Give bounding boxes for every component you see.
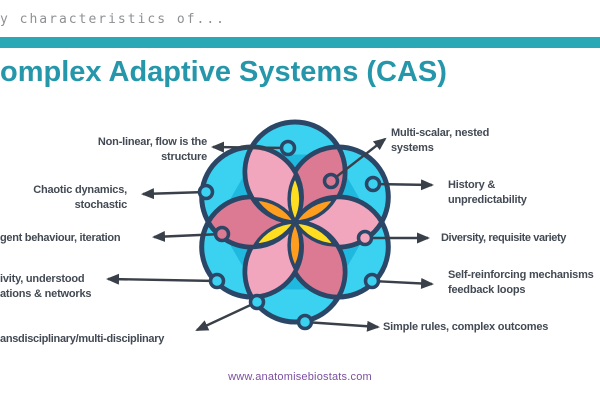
label-connectivity: ivity, understood ations & networks [0, 272, 92, 302]
website-link[interactable]: www.anatomisebiostats.com [228, 371, 372, 383]
label-chaotic: Chaotic dynamics, stochastic [0, 183, 127, 213]
arrow-multi-scalar [330, 137, 387, 182]
label-line: feedback loops [448, 284, 526, 296]
label-line: Simple rules, complex outcomes [383, 321, 549, 333]
label-line: ansdisciplinary/multi-disciplinary [0, 333, 165, 345]
label-transdisciplinary: ansdisciplinary/multi-disciplinary [0, 332, 164, 347]
label-line: History & [448, 179, 496, 191]
label-non-linear: Non-linear, flow is the structure [0, 135, 207, 165]
connector-arrows [106, 137, 434, 332]
node-transdisciplinary [248, 293, 266, 311]
label-line: structure [161, 151, 207, 163]
arrow-non-linear [211, 141, 289, 153]
label-line: Diversity, requisite variety [441, 232, 566, 244]
label-line: Chaotic dynamics, [33, 184, 127, 196]
arrow-connectivity [106, 273, 218, 285]
label-line: gent behaviour, iteration [0, 232, 121, 244]
arrow-history [372, 179, 434, 191]
arrow-emergent [152, 231, 223, 243]
label-line: Non-linear, flow is the [97, 136, 207, 148]
label-line: Multi-scalar, nested [391, 127, 490, 139]
node-history [364, 175, 382, 193]
node-emergent [213, 225, 231, 243]
center-star-petals [251, 172, 339, 272]
label-simple-rules: Simple rules, complex outcomes [383, 320, 548, 335]
connector-nodes [197, 139, 382, 331]
arrow-transdisciplinary [195, 300, 258, 332]
arrow-chaotic [141, 188, 207, 200]
arrow-simple-rules [304, 320, 380, 332]
label-self-reinforcing: Self-reinforcing mechanisms feedback loo… [448, 268, 594, 298]
label-line: Self-reinforcing mechanisms [448, 269, 594, 281]
top-note-text: y characteristics of... [0, 12, 227, 27]
label-diversity: Diversity, requisite variety [441, 231, 566, 246]
node-self-reinforcing [363, 272, 381, 290]
label-line: systems [391, 142, 434, 154]
label-emergent: gent behaviour, iteration [0, 231, 121, 246]
node-multi-scalar [322, 172, 340, 190]
arrow-self-reinforcing [371, 277, 434, 289]
page-title: omplex Adaptive Systems (CAS) [0, 56, 447, 88]
node-connectivity [208, 272, 226, 290]
label-history: History & unpredictability [448, 178, 527, 208]
label-line: unpredictability [448, 194, 527, 206]
teal-divider-bar [0, 37, 600, 48]
label-line: ivity, understood [0, 273, 85, 285]
label-line: stochastic [74, 199, 128, 211]
node-diversity [356, 229, 374, 247]
node-chaotic [197, 183, 215, 201]
node-non-linear [279, 139, 297, 157]
label-line: ations & networks [0, 288, 92, 300]
label-multi-scalar: Multi-scalar, nested systems [391, 126, 489, 156]
node-simple-rules [296, 313, 314, 331]
